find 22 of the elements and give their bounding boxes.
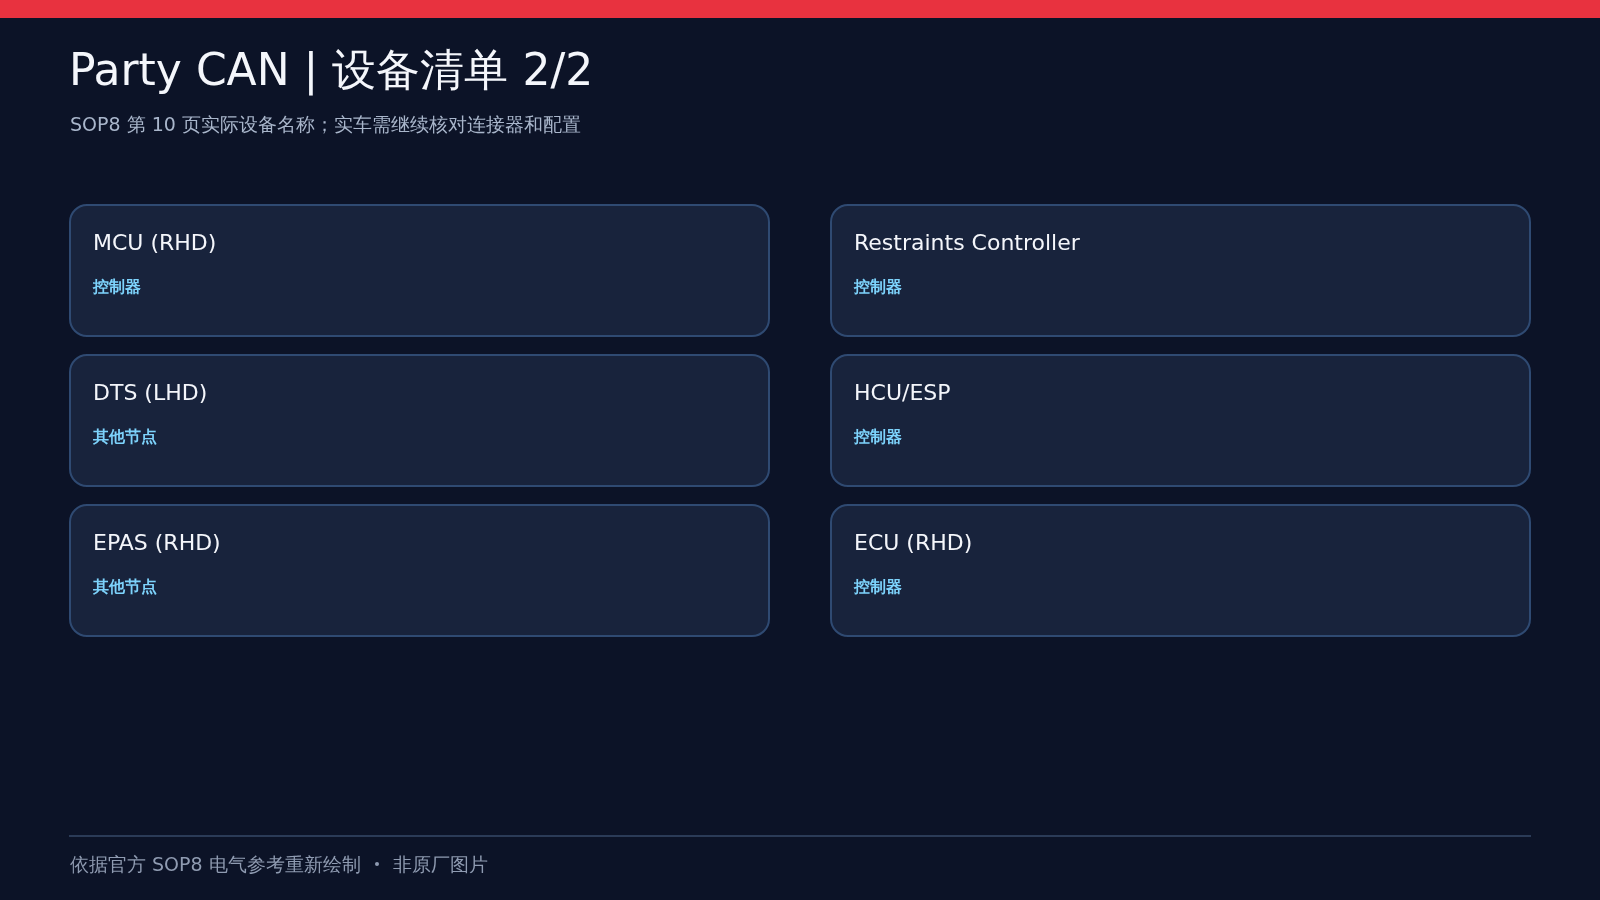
device-card [830, 354, 1531, 487]
title: Party CAN | 设备清单 2/2 [69, 43, 594, 98]
category-tag: 控制器 [854, 425, 902, 449]
category-tag: 其他节点 [93, 575, 157, 599]
footer-note: 依据官方 SOP8 电气参考重新绘制 [70, 852, 361, 877]
category-tag: 控制器 [93, 275, 141, 299]
device-card [69, 204, 770, 337]
device-card [69, 504, 770, 637]
subtitle: SOP8 第 10 页实际设备名称；实车需继续核对连接器和配置 [70, 112, 581, 137]
device-card [69, 354, 770, 487]
device-card [830, 504, 1531, 637]
device-name: EPAS (RHD) [93, 529, 221, 557]
device-name: MCU (RHD) [93, 229, 217, 257]
device-name: HCU/ESP [854, 379, 951, 407]
device-card [830, 204, 1531, 337]
category-tag: 其他节点 [93, 425, 157, 449]
category-tag: 控制器 [854, 575, 902, 599]
category-tag: 控制器 [854, 275, 902, 299]
device-name: ECU (RHD) [854, 529, 973, 557]
device-name: DTS (LHD) [93, 379, 208, 407]
footer-note: 非原厂图片 [392, 852, 488, 877]
device-name: Restraints Controller [854, 229, 1080, 257]
